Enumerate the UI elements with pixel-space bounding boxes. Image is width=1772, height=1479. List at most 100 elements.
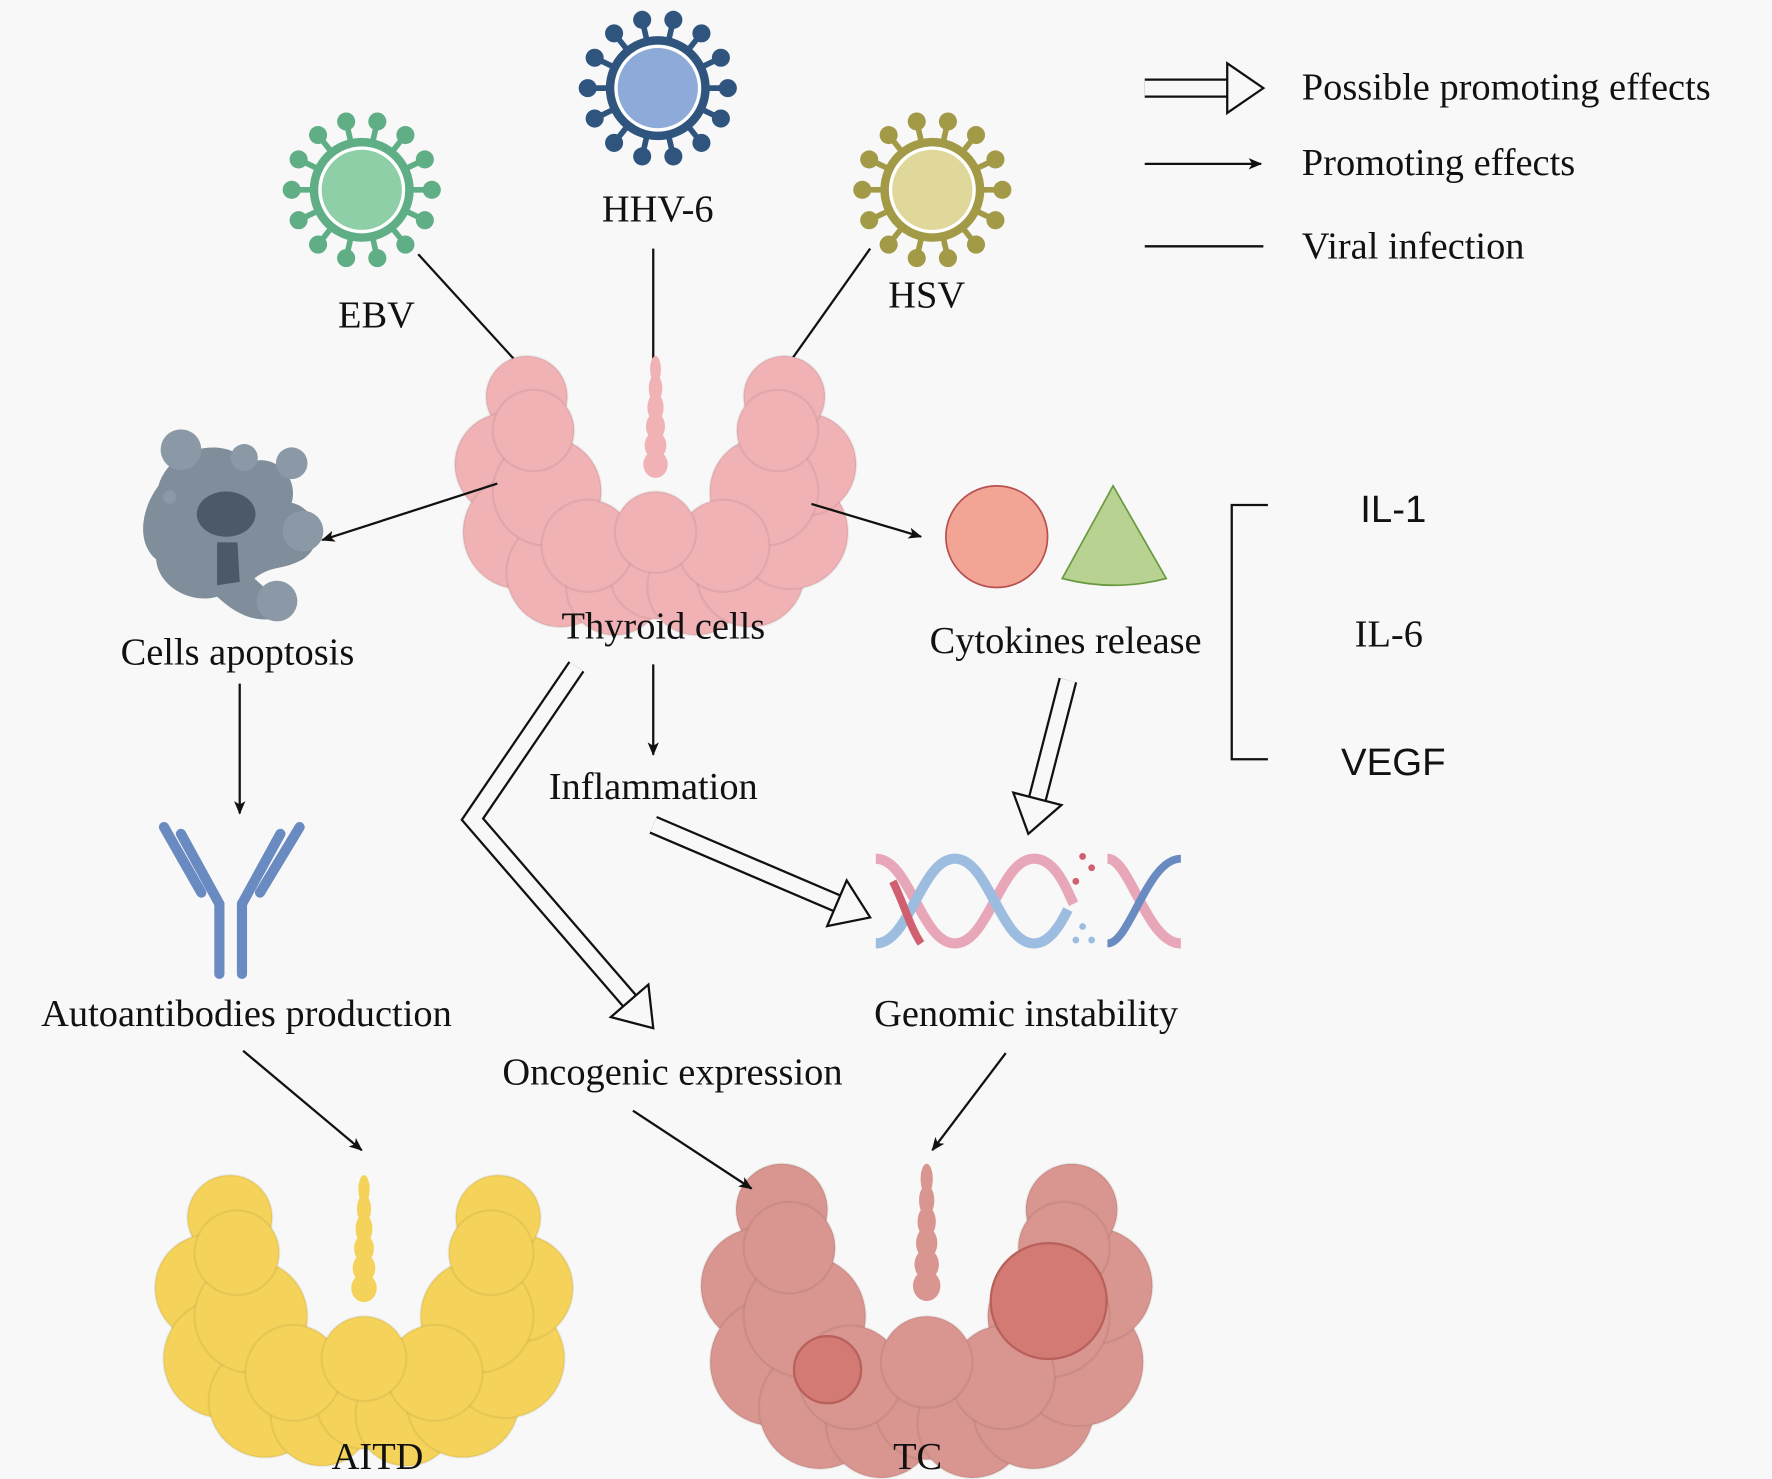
thyroid-lobule: [491, 388, 576, 473]
virus-spike-tip: [692, 133, 711, 152]
virus-spike-tip: [282, 180, 301, 199]
thyroid-isthmus: [358, 1175, 370, 1204]
thyroid-lobule: [447, 1209, 535, 1297]
thyroid-isthmus: [917, 1206, 936, 1237]
arrow-thyroid-to-cytokines: [811, 502, 923, 539]
arrow-thyroid-to-apoptosis: [321, 482, 498, 542]
virus-spike-tip: [368, 249, 387, 268]
ebv-label: EBV: [338, 295, 415, 337]
legend-viral-infection: Viral infection: [1302, 226, 1525, 268]
virus-spike-tip: [664, 10, 683, 29]
virus-core: [614, 44, 702, 132]
virus-spike-tip: [605, 24, 624, 43]
virus-spike-tip: [633, 147, 652, 166]
genomic-instability-label: Genomic instability: [874, 993, 1179, 1035]
virus-spike-tip: [415, 150, 434, 169]
ebv-virus-icon: [282, 112, 441, 268]
virus-spike-tip: [289, 211, 308, 230]
virus-spike-tip: [633, 10, 652, 29]
thyroid-lobule: [735, 388, 820, 473]
thyroid-isthmus: [650, 355, 661, 384]
cytokine-il1: IL-1: [1360, 488, 1426, 531]
virus-spike-tip: [711, 109, 730, 128]
virus-spike-tip: [396, 235, 415, 254]
thyroid-cells-label: Thyroid cells: [562, 605, 766, 647]
autoantibodies-label: Autoantibodies production: [41, 993, 452, 1035]
cytokine-il6: IL-6: [1355, 613, 1423, 655]
hollow-arrow-fill: [463, 662, 637, 1008]
legend-hollow-arrow-icon: [1144, 61, 1266, 116]
cytokine-triangle-icon: [1060, 484, 1168, 587]
virus-spike-tip: [578, 79, 597, 98]
hollow-arrow-head: [608, 982, 655, 1030]
virus-spike-tip: [986, 150, 1005, 169]
thyroid-lobule: [742, 1200, 837, 1295]
cytokines-release-label: Cytokines release: [930, 620, 1202, 662]
virus-spike-tip: [664, 147, 683, 166]
thyroid-isthmus: [352, 1254, 376, 1283]
virus-spike-tip: [711, 48, 730, 67]
promoting-arrows: [234, 482, 1007, 1190]
hhv6-virus-icon: [578, 10, 737, 166]
hollow-arrow-head: [825, 877, 873, 928]
possible-promoting-arrows: [460, 661, 1078, 1030]
arrow-oncogenic-to-tc: [632, 1109, 753, 1190]
thyroid-lobule: [320, 1315, 408, 1403]
thyroid-lobule: [193, 1209, 281, 1297]
thyroid-isthmus: [914, 1249, 939, 1280]
virus-spike-tip: [986, 211, 1005, 230]
thyroid-isthmus: [643, 450, 668, 478]
virus-spike-tip: [993, 180, 1012, 199]
arrow-cytokines-to-genomic: [1011, 677, 1078, 836]
apoptotic-cell-icon: [143, 429, 324, 622]
virus-core: [318, 146, 406, 234]
hollow-arrow-head: [1011, 791, 1064, 836]
thyroid-isthmus: [356, 1194, 372, 1224]
virus-spike-tip: [966, 126, 986, 145]
hollow-arrow-head: [1226, 61, 1266, 116]
virus-spike-tip: [415, 211, 434, 230]
tc-label: TC: [893, 1436, 942, 1478]
virus-spike-tip: [422, 180, 441, 199]
virus-spike-tip: [337, 249, 356, 268]
aitd-thyroid-icon: [153, 1173, 575, 1468]
legend: Possible promoting effects Promoting eff…: [1144, 61, 1711, 268]
virus-spike-tip: [938, 249, 957, 268]
virus-spike-tip: [368, 112, 387, 131]
hollow-arrow-fill: [650, 818, 842, 911]
virus-spike-tip: [309, 126, 328, 145]
virus-spike-tip: [718, 79, 737, 98]
virus-spike-tip: [605, 133, 624, 152]
thyroid-isthmus: [920, 1163, 933, 1195]
legend-hollow-arrow: [1144, 61, 1266, 116]
legend-promoting: Promoting effects: [1302, 142, 1575, 184]
cytokine-circle-icon: [945, 484, 1049, 589]
cytokine-vegf: VEGF: [1341, 741, 1446, 784]
thyroid-isthmus: [915, 1227, 938, 1259]
virus-spike-tip: [860, 211, 879, 230]
thyroid-isthmus: [648, 374, 663, 403]
virus-core: [888, 146, 976, 234]
thyroid-isthmus: [646, 412, 665, 440]
virus-spike-tip: [337, 112, 356, 131]
virus-spike-tip: [938, 112, 957, 131]
thyroid-isthmus: [644, 431, 667, 459]
dna-icon: [874, 853, 1182, 949]
virus-spike-tip: [907, 112, 926, 131]
thyroid-isthmus: [647, 393, 664, 421]
virus-spike-tip: [879, 235, 898, 254]
arrow-thyroid-to-oncogenic: [460, 661, 655, 1030]
virus-spike-tip: [966, 235, 986, 254]
thyroid-cells-icon: [453, 354, 858, 637]
thyroid-lobule: [613, 490, 698, 574]
thyroid-isthmus: [351, 1273, 377, 1303]
arrow-genomic-to-tc: [931, 1052, 1007, 1152]
cells-apoptosis-label: Cells apoptosis: [121, 631, 355, 673]
virus-spike-tip: [396, 126, 415, 145]
hollow-arrow-fill: [1029, 678, 1076, 803]
virus-spike-tip: [907, 249, 926, 268]
tumor-nodule: [989, 1241, 1108, 1361]
thyroid-isthmus: [919, 1185, 935, 1216]
